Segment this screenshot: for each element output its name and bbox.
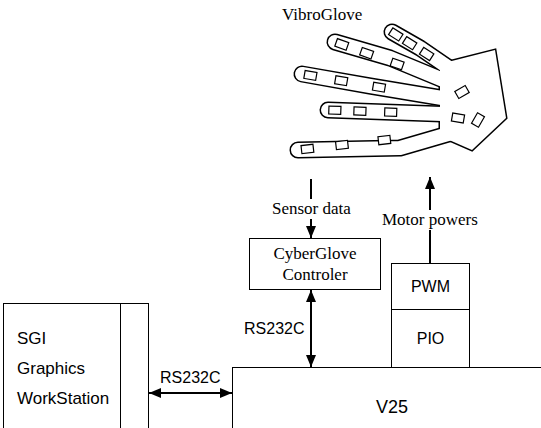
workstation-box: SGI Graphics WorkStation	[3, 303, 149, 428]
palm-fill	[440, 50, 506, 150]
node-label: PWM	[405, 277, 456, 297]
pwm-box: PWM	[391, 263, 470, 310]
node-label: VibroGlove	[282, 5, 362, 25]
vibrator-motor	[455, 86, 469, 99]
vibrator-motor	[378, 135, 391, 144]
vibrator-motor	[335, 39, 349, 51]
vibrator-motor	[304, 70, 317, 80]
node-label: PIO	[411, 329, 451, 349]
arrowhead	[306, 226, 316, 238]
vibrator-motor	[335, 76, 348, 86]
vibrator-motor	[385, 108, 397, 116]
node-label: SGI Graphics WorkStation	[17, 324, 109, 414]
palm-outline	[440, 50, 506, 150]
vibrator-motor	[451, 113, 464, 123]
panel-divider	[120, 304, 121, 428]
controller-box: CyberGlove Controler	[249, 238, 381, 290]
vibrator-motor	[372, 82, 385, 92]
arrowhead	[149, 388, 161, 398]
vibrator-motor	[389, 28, 403, 41]
vibrator-motor	[301, 144, 314, 153]
arrowhead	[220, 388, 232, 398]
edge-label: RS232C	[157, 369, 223, 387]
glove-figure: VibroGlove	[270, 5, 510, 177]
pio-box: PIO	[391, 309, 470, 368]
finger-fill	[298, 132, 455, 150]
cpu-box: V25	[232, 367, 541, 428]
arrowhead	[306, 355, 316, 367]
node-label: CyberGlove Controler	[250, 243, 380, 286]
vibrator-motor	[360, 47, 374, 59]
connector	[149, 392, 232, 394]
vibrator-motor	[336, 140, 349, 149]
edge-label: Sensor data	[269, 199, 354, 219]
vibrator-motor	[472, 113, 485, 127]
vibrator-motor	[329, 106, 341, 114]
finger-outline	[298, 132, 455, 150]
edge-label: Motor powers	[379, 210, 481, 230]
glove-illustration	[270, 5, 510, 177]
vibrator-motor	[419, 47, 433, 60]
vibrator-motor	[390, 58, 404, 70]
finger-fill	[302, 74, 442, 98]
node-label: V25	[370, 396, 414, 419]
arrowhead	[306, 290, 316, 302]
vibrator-motor	[402, 37, 416, 50]
hand-group	[298, 28, 506, 154]
edge-label: RS232C	[241, 320, 307, 338]
arrowhead	[425, 177, 435, 189]
vibrator-motor	[354, 107, 366, 115]
